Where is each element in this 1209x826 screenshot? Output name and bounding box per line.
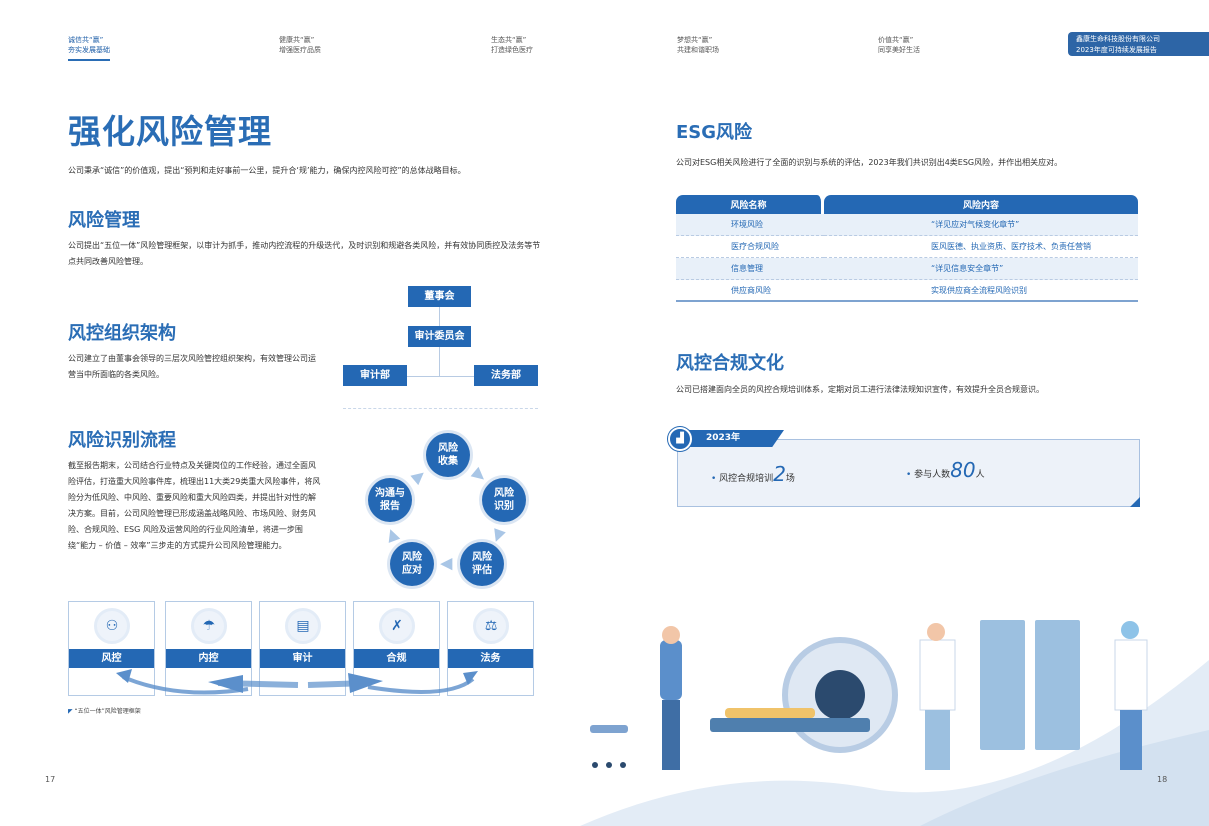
nav-line2: 共建和谐职场: [677, 46, 719, 54]
table-row: 供应商风险实现供应商全流程风险识别: [676, 280, 1138, 302]
intro-text: 公司秉承“诚信”的价值观，提出“预判和走好事前一公里，提升合‘规’能力，确保内控…: [68, 166, 466, 175]
caption-marker-icon: ◤: [68, 708, 75, 715]
arrow-icon: ▶: [440, 556, 453, 575]
medical-illustration: [580, 620, 1209, 826]
cell: 供应商风险: [676, 280, 824, 302]
risk-management-text: 公司提出“五位一体”风险管理框架，以审计为抓手，推动内控流程的升级迭代，及时识别…: [68, 241, 541, 266]
company-name: 鑫康生命科技股份有限公司: [1076, 35, 1160, 43]
report-name: 2023年度可持续发展报告: [1076, 46, 1157, 54]
cell: 医风医德、执业资质、医疗技术、负责任营销: [824, 236, 1138, 258]
nav-tab-dream[interactable]: 梦想共“赢” 共建和谐职场: [677, 35, 719, 55]
cell: 环境风险: [676, 214, 824, 236]
framework-card-internal-control: ☂ 内控: [165, 601, 252, 696]
check-cross-icon: ✗: [379, 608, 415, 644]
page-number-right: 18: [1157, 775, 1168, 784]
card-label: 内控: [166, 649, 251, 668]
nav-line1: 价值共“赢”: [878, 36, 914, 44]
org-legal-dept: 法务部: [474, 365, 538, 386]
arrow-icon: ▶: [407, 464, 429, 487]
corner-fold: [1130, 497, 1140, 507]
nav-line1: 梦想共“赢”: [677, 36, 713, 44]
table-row: 信息管理“详见信息安全章节”: [676, 258, 1138, 280]
nav-line2: 夯实发展基础: [68, 46, 110, 54]
cycle-collect: 风险 收集: [426, 433, 470, 477]
nav-tab-value[interactable]: 价值共“赢” 同享美好生活: [878, 35, 920, 55]
arrow-icon: ▶: [488, 527, 511, 546]
org-text: 公司建立了由董事会领导的三层次风险管控组织架构，有效管理公司运营当中所面临的各类…: [68, 354, 316, 379]
arrow-icon: ▶: [469, 463, 491, 486]
esg-risk-text: 公司对ESG相关风险进行了全面的识别与系统的评估，2023年我们共识别出4类ES…: [676, 158, 1063, 167]
org-board: 董事会: [408, 286, 471, 307]
cycle-assess: 风险 评估: [460, 542, 504, 586]
nav-line2: 同享美好生活: [878, 46, 920, 54]
cell: 实现供应商全流程风险识别: [824, 280, 1138, 302]
nav-line1: 健康共“赢”: [279, 36, 315, 44]
nav-line1: 生态共“赢”: [491, 36, 527, 44]
framework-card-audit: ▤ 审计: [259, 601, 346, 696]
page-number-left: 17: [45, 775, 56, 784]
cell: 医疗合规风险: [676, 236, 824, 258]
figure-caption: ◤ “五位一体”风险管理框架: [68, 706, 141, 715]
section-title-compliance-culture: 风控合规文化: [676, 353, 784, 374]
card-label: 合规: [354, 649, 439, 668]
page-title: 强化风险管理: [68, 112, 272, 151]
card-label: 审计: [260, 649, 345, 668]
org-audit-committee: 审计委员会: [408, 326, 471, 347]
framework-card-risk-control: ⚇ 风控: [68, 601, 155, 696]
nav-tab-ecology[interactable]: 生态共“赢” 打造绿色医疗: [491, 35, 533, 55]
flow-arrows: [116, 669, 478, 695]
report-brand: 鑫康生命科技股份有限公司 2023年度可持续发展报告: [1068, 32, 1209, 56]
section-title-esg-risk: ESG风险: [676, 122, 753, 143]
nav-line1: 诚信共“赢”: [68, 36, 104, 44]
nav-line2: 增强医疗品质: [279, 46, 321, 54]
table-header: 风险名称: [676, 195, 824, 214]
nav-tab-health[interactable]: 健康共“赢” 增强医疗品质: [279, 35, 321, 55]
cycle-respond: 风险 应对: [390, 542, 434, 586]
org-audit-dept: 审计部: [343, 365, 407, 386]
cell: “详见信息安全章节”: [824, 258, 1138, 280]
year-tab: 2023年: [686, 430, 784, 447]
stat-value: 80: [950, 458, 976, 482]
training-stats-panel: • 风控合规培训2场 • 参与人数80人: [677, 439, 1140, 507]
section-title-org: 风控组织架构: [68, 323, 176, 344]
cell: 信息管理: [676, 258, 824, 280]
clipboard-icon: ▤: [285, 608, 321, 644]
card-label: 风控: [69, 649, 154, 668]
stat-value: 2: [773, 462, 786, 486]
risk-identification-text: 截至报告期末，公司结合行业特点及关键岗位的工作经验，通过全面风险评估，打造重大风…: [68, 461, 321, 550]
section-title-risk-identification: 风险识别流程: [68, 430, 176, 451]
umbrella-icon: ☂: [191, 608, 227, 644]
arrow-icon: ▶: [380, 526, 403, 545]
card-label: 法务: [448, 649, 533, 668]
connector: [375, 376, 505, 377]
nav-tab-integrity[interactable]: 诚信共“赢” 夯实发展基础: [68, 35, 110, 61]
cycle-identify: 风险 识别: [482, 478, 526, 522]
caption-text: “五位一体”风险管理框架: [74, 708, 141, 715]
person-shield-icon: ⚇: [94, 608, 130, 644]
nav-line2: 打造绿色医疗: [491, 46, 533, 54]
stat-training-sessions: • 风控合规培训2场: [711, 462, 795, 486]
stat-participants: • 参与人数80人: [906, 458, 985, 482]
chart-bars-icon: ▟: [668, 427, 692, 451]
section-title-risk-management: 风险管理: [68, 210, 140, 231]
compliance-culture-text: 公司已搭建面向全员的风控合规培训体系，定期对员工进行法律法规知识宣传，有效提升全…: [676, 385, 1044, 394]
esg-risk-table: 风险名称风险内容 环境风险“详见应对气候变化章节” 医疗合规风险医风医德、执业资…: [676, 195, 1138, 302]
divider: [343, 408, 538, 409]
cell: “详见应对气候变化章节”: [824, 214, 1138, 236]
table-header: 风险内容: [824, 195, 1138, 214]
cycle-report: 沟通与 报告: [368, 478, 412, 522]
table-row: 环境风险“详见应对气候变化章节”: [676, 214, 1138, 236]
table-row: 医疗合规风险医风医德、执业资质、医疗技术、负责任营销: [676, 236, 1138, 258]
scales-icon: ⚖: [473, 608, 509, 644]
framework-card-legal: ⚖ 法务: [447, 601, 534, 696]
